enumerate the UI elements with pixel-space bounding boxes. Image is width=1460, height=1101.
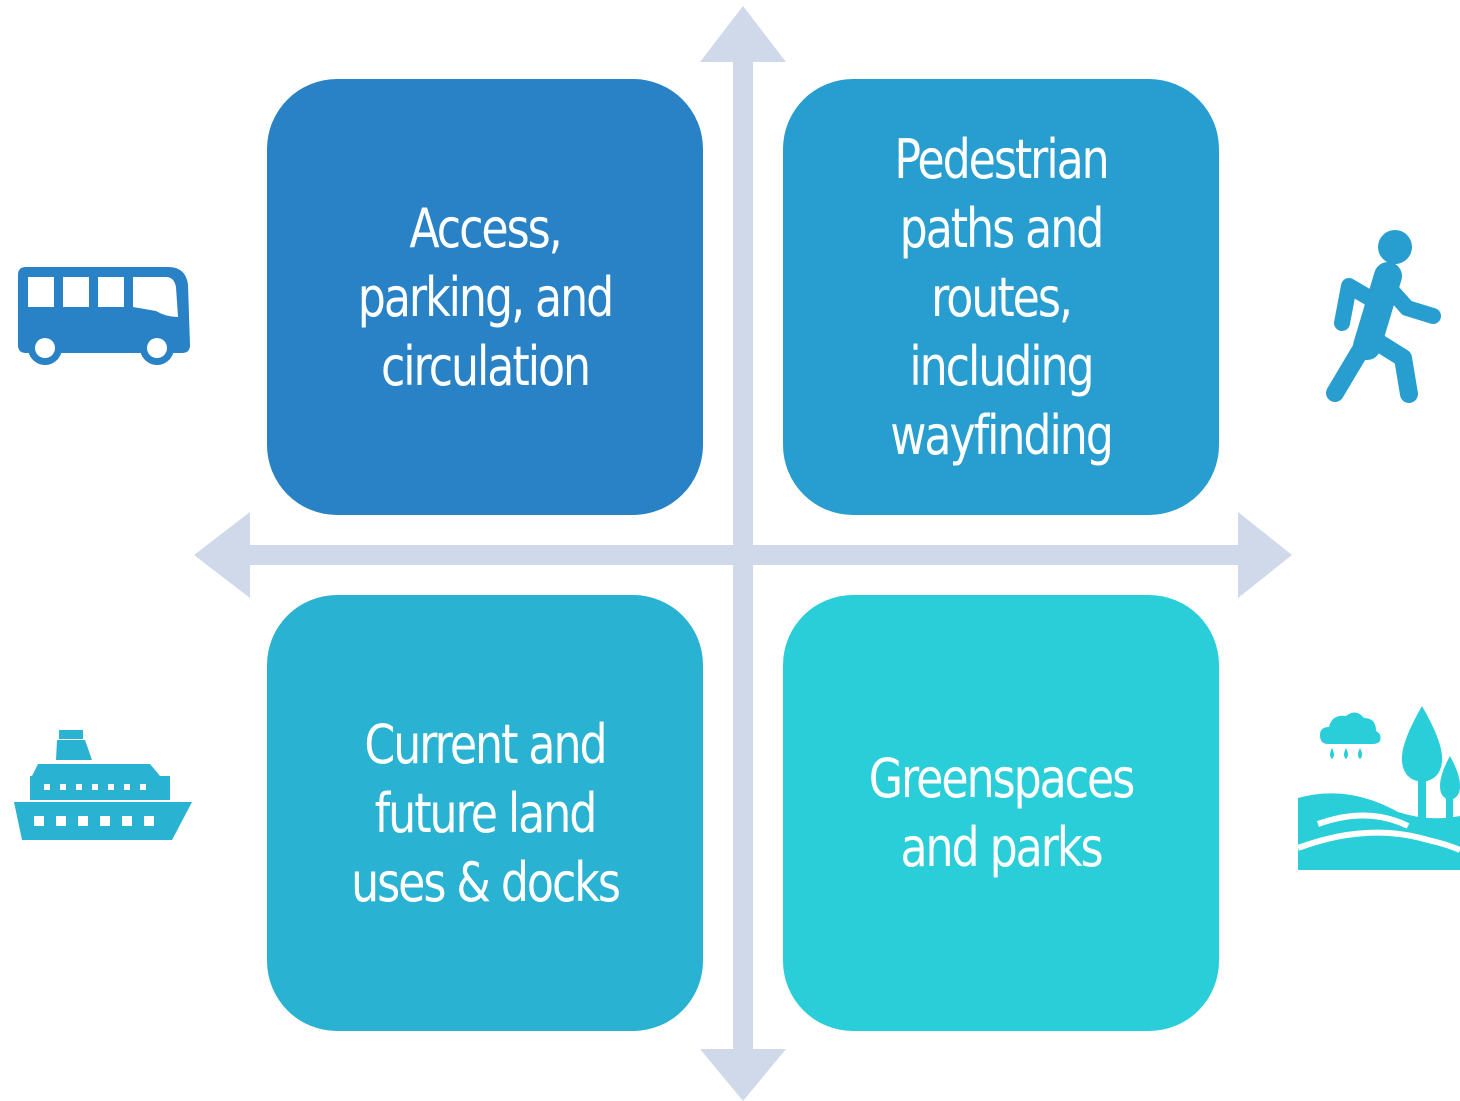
arrow-left [194, 512, 250, 598]
ship-icon [14, 730, 192, 840]
quadrant-label: Current and future land uses & docks [351, 712, 621, 914]
arrow-up [700, 6, 786, 62]
quadrant-label: Pedestrian paths and routes, including w… [890, 127, 1114, 467]
quadrant-land-uses: Current and future land uses & docks [267, 595, 703, 1031]
arrow-down [700, 1049, 786, 1101]
quadrant-greenspaces: Greenspaces and parks [783, 595, 1219, 1031]
horizontal-axis [245, 545, 1240, 565]
pedestrian-icon [1326, 230, 1441, 403]
park-landscape-icon [1298, 706, 1460, 870]
quadrant-pedestrian-paths: Pedestrian paths and routes, including w… [783, 79, 1219, 515]
quadrant-access-parking: Access, parking, and circulation [267, 79, 703, 515]
bus-icon [18, 267, 190, 365]
quadrant-label: Access, parking, and circulation [357, 196, 614, 398]
quadrant-label: Greenspaces and parks [868, 747, 1136, 879]
arrow-right [1238, 512, 1292, 598]
